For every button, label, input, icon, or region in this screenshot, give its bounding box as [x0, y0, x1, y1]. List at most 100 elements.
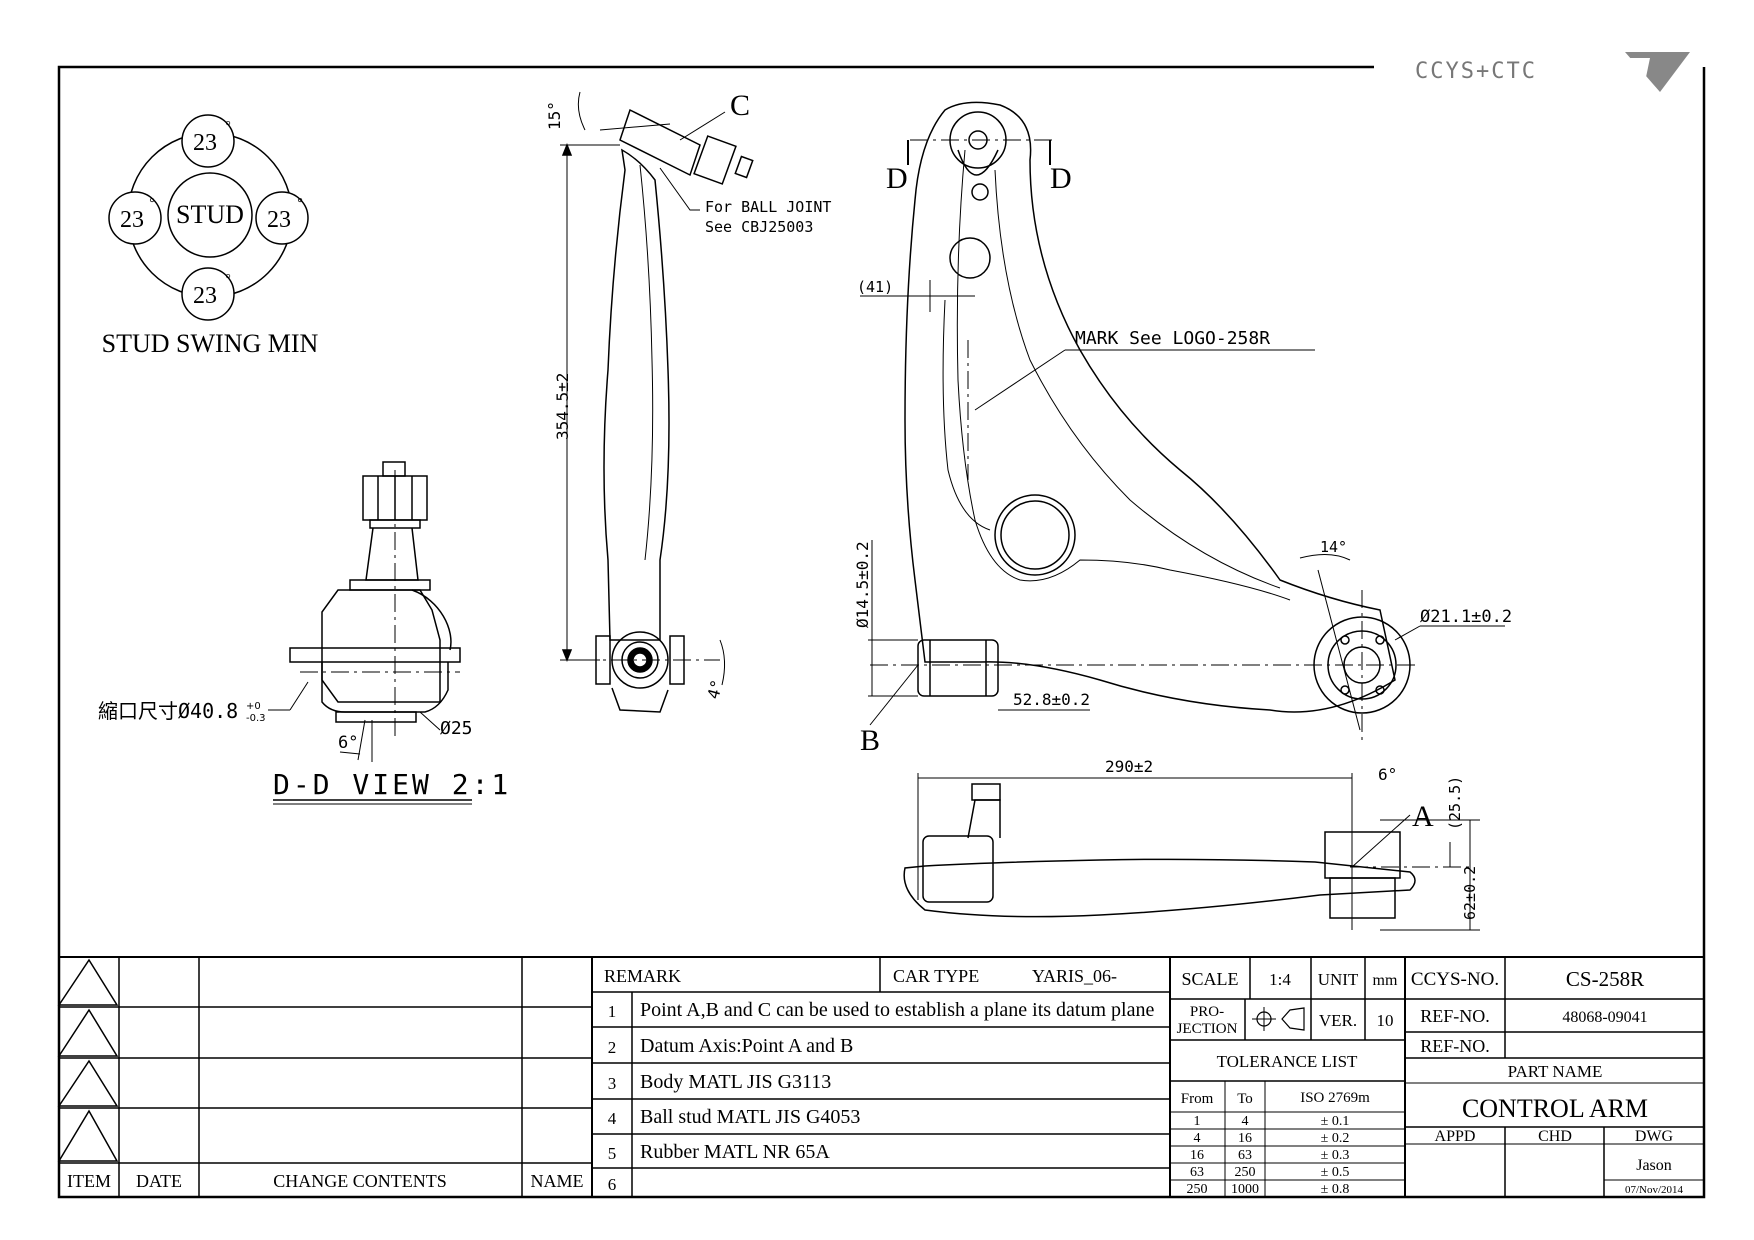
section-d-right: D	[1050, 162, 1072, 195]
svg-text:250: 250	[1187, 1182, 1208, 1197]
revision-headers: ITEM DATE CHANGE CONTENTS NAME	[67, 1171, 584, 1191]
svg-text:Body MATL JIS G3113: Body MATL JIS G3113	[640, 1071, 831, 1093]
point-c: C	[730, 89, 750, 122]
svg-text:ISO 2769m: ISO 2769m	[1300, 1090, 1370, 1106]
stud-label: STUD	[176, 200, 244, 229]
svg-text:+0: +0	[246, 701, 261, 712]
top-view-labels: D D (41) MARK See LOGO-258R Ø14.5±0.2 14…	[853, 162, 1512, 757]
svg-text:4: 4	[608, 1109, 617, 1128]
dim-41: (41)	[857, 278, 893, 296]
svg-text:CCYS-NO.: CCYS-NO.	[1411, 969, 1499, 990]
svg-text:CHANGE CONTENTS: CHANGE CONTENTS	[273, 1171, 447, 1191]
ball-joint-note-2: See CBJ25003	[705, 218, 813, 236]
svg-text:± 0.8: ± 0.8	[1321, 1182, 1350, 1197]
svg-text:250: 250	[1235, 1165, 1256, 1180]
svg-text:± 0.5: ± 0.5	[1321, 1165, 1350, 1180]
svg-text:± 0.3: ± 0.3	[1321, 1148, 1350, 1163]
svg-text:°: °	[225, 272, 231, 287]
svg-text:16: 16	[1190, 1148, 1204, 1163]
svg-text:DWG: DWG	[1635, 1128, 1674, 1145]
part-number: CS-258R	[1566, 967, 1644, 991]
svg-text:°: °	[297, 196, 303, 211]
svg-text:TOLERANCE LIST: TOLERANCE LIST	[1217, 1052, 1358, 1071]
svg-text:6: 6	[608, 1175, 617, 1194]
dim-62: 62±0.2	[1461, 866, 1479, 920]
dim-25-5: (25.5)	[1446, 776, 1464, 830]
svg-text:REF-NO.: REF-NO.	[1420, 1006, 1490, 1026]
svg-text:VER.: VER.	[1319, 1011, 1357, 1030]
svg-text:CAR TYPE: CAR TYPE	[893, 966, 979, 986]
svg-text:SCALE: SCALE	[1181, 969, 1238, 989]
sheet-border	[57, 65, 1706, 1199]
remarks-table: REMARK CAR TYPE YARIS_06- 1 Point A,B an…	[604, 966, 1154, 1194]
specs-block: SCALE 1:4 UNIT mm PRO- JECTION VER. 10 T…	[1177, 969, 1398, 1197]
ball-joint-note-1: For BALL JOINT	[705, 198, 831, 216]
stud-swing-labels: STUD 23 23 23 23 ° ° ° ° STUD SWING MIN	[102, 119, 319, 358]
side-angle-top: 15°	[545, 101, 564, 130]
ball-joint-detail	[268, 461, 461, 762]
svg-text:°: °	[225, 119, 231, 134]
front-length-dim: 290±2	[1105, 757, 1153, 776]
front-view-labels: 290±2 6° A (25.5) 62±0.2	[1105, 757, 1479, 920]
svg-text:REMARK: REMARK	[604, 966, 681, 986]
svg-text:PART NAME: PART NAME	[1508, 1062, 1603, 1081]
svg-text:1: 1	[608, 1002, 617, 1021]
side-angle-bottom: 4°	[704, 678, 727, 702]
side-view-labels: 15° C For BALL JOINT See CBJ25003 354.5±…	[545, 89, 831, 701]
drawing-date: 07/Nov/2014	[1625, 1184, 1684, 1196]
part-name: CONTROL ARM	[1462, 1094, 1648, 1123]
svg-text:Rubber MATL NR 65A: Rubber MATL NR 65A	[640, 1141, 830, 1163]
svg-text:Point A,B and C can be used to: Point A,B and C can be used to establish…	[640, 999, 1154, 1021]
detail-view-title: D-D VIEW 2:1	[273, 768, 511, 801]
drawn-by: Jason	[1636, 1157, 1672, 1174]
svg-text:4: 4	[1194, 1131, 1201, 1146]
detail-view-labels: 縮口尺寸Ø40.8 +0 -0.3 6° Ø25 D-D VIEW 2:1	[98, 699, 511, 805]
svg-text:10: 10	[1377, 1011, 1394, 1030]
svg-text:63: 63	[1190, 1165, 1204, 1180]
stud-swing-diagram	[108, 114, 309, 321]
svg-text:3: 3	[608, 1074, 617, 1093]
bush-b-diameter: Ø14.5±0.2	[853, 541, 872, 628]
section-d-left: D	[886, 162, 908, 195]
bush-a-diameter: Ø21.1±0.2	[1420, 607, 1512, 627]
swing-angle-right: 23	[267, 207, 291, 233]
svg-text:APPD: APPD	[1435, 1128, 1476, 1145]
svg-text:± 0.2: ± 0.2	[1321, 1131, 1350, 1146]
svg-text:16: 16	[1238, 1131, 1252, 1146]
dim-52-8: 52.8±0.2	[1013, 690, 1090, 709]
svg-text:5: 5	[608, 1144, 617, 1163]
svg-text:CHD: CHD	[1538, 1128, 1572, 1145]
svg-text:To: To	[1237, 1091, 1253, 1107]
svg-text:REF-NO.: REF-NO.	[1420, 1036, 1490, 1056]
angle-14: 14°	[1320, 538, 1347, 556]
point-b: B	[860, 724, 880, 757]
svg-text:4: 4	[1242, 1114, 1249, 1129]
stud-swing-caption: STUD SWING MIN	[102, 329, 319, 358]
detail-diameter: Ø25	[440, 718, 473, 739]
reference-number: 48068-09041	[1562, 1009, 1647, 1026]
projection-cone-icon	[1281, 1007, 1305, 1031]
svg-text:1000: 1000	[1231, 1182, 1259, 1197]
front-angle: 6°	[1378, 765, 1397, 784]
svg-text:CCYS+CTC: CCYS+CTC	[1415, 59, 1537, 84]
shrink-dimension: 縮口尺寸Ø40.8	[98, 699, 238, 723]
ccys-ctc-logo: CCYS+CTC	[1415, 52, 1690, 92]
svg-text:PRO-: PRO-	[1190, 1004, 1224, 1020]
svg-text:ITEM: ITEM	[67, 1171, 111, 1191]
front-view	[903, 773, 1480, 931]
svg-text:2: 2	[608, 1038, 617, 1057]
ccys-title-block: CCYS-NO. CS-258R REF-NO. 48068-09041 REF…	[1411, 967, 1684, 1196]
title-block-grid	[57, 956, 1704, 1197]
svg-text:Datum Axis:Point A and B: Datum Axis:Point A and B	[640, 1035, 853, 1057]
svg-text:1:4: 1:4	[1269, 970, 1291, 989]
svg-text:From: From	[1181, 1091, 1214, 1107]
swing-angle-top: 23	[193, 130, 217, 156]
mark-note: MARK See LOGO-258R	[1075, 328, 1270, 349]
swing-angle-bottom: 23	[193, 283, 217, 309]
svg-text:JECTION: JECTION	[1177, 1021, 1238, 1037]
svg-text:63: 63	[1238, 1148, 1252, 1163]
svg-text:DATE: DATE	[136, 1171, 182, 1191]
svg-text:YARIS_06-: YARIS_06-	[1032, 966, 1117, 986]
svg-text:mm: mm	[1373, 972, 1398, 989]
